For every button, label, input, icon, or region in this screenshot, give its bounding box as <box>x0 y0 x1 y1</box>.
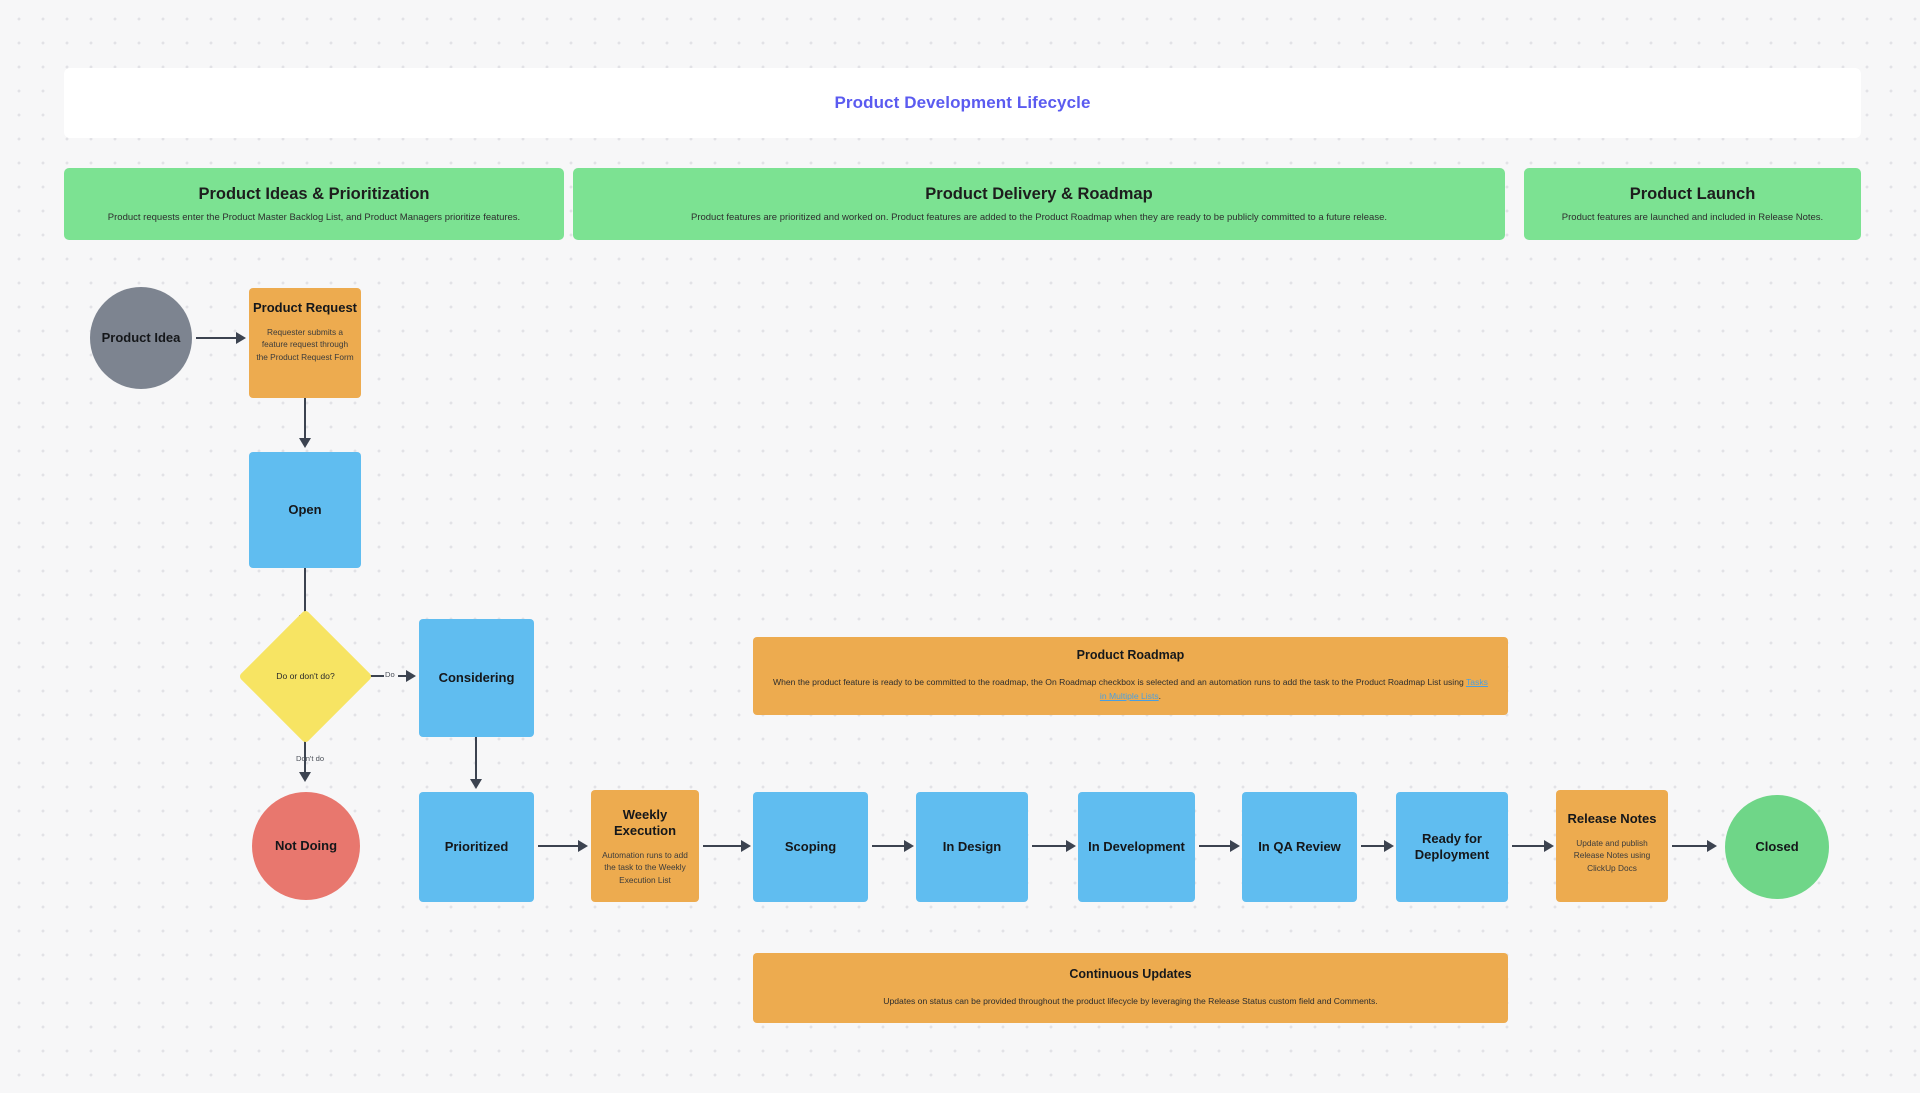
phase-banner-product-ideas[interactable]: Product Ideas & Prioritization Product r… <box>64 168 564 240</box>
arrowhead-icon <box>470 779 482 789</box>
node-not-doing[interactable]: Not Doing <box>252 792 360 900</box>
panel-title: Product Roadmap <box>1076 648 1185 663</box>
connector-prioritized-to-weekly <box>538 845 578 848</box>
node-scoping[interactable]: Scoping <box>753 792 868 902</box>
edge-label-dont-do: Don't do <box>296 754 325 763</box>
page-title: Product Development Lifecycle <box>834 93 1091 112</box>
arrowhead-icon <box>1707 840 1717 852</box>
arrowhead-icon <box>1384 840 1394 852</box>
arrowhead-icon <box>904 840 914 852</box>
node-label: Not Doing <box>274 838 338 854</box>
arrowhead-icon <box>1544 840 1554 852</box>
node-label: Considering <box>438 670 515 686</box>
node-in-qa-review[interactable]: In QA Review <box>1242 792 1357 902</box>
board-title-card: Product Development Lifecycle <box>64 68 1861 138</box>
node-label: Product Request <box>252 300 357 315</box>
edge-label-do: Do <box>385 670 395 679</box>
arrowhead-icon <box>406 670 416 682</box>
node-description: Requester submits a feature request thro… <box>256 326 354 363</box>
connector-scoping-to-in-design <box>872 845 904 848</box>
node-label: Scoping <box>784 839 837 855</box>
node-label: Closed <box>1755 839 1799 855</box>
node-label: Prioritized <box>444 839 509 855</box>
arrowhead-icon <box>299 438 311 448</box>
connector-considering-to-prioritized <box>475 737 478 779</box>
phase-title: Product Launch <box>1629 185 1756 204</box>
panel-continuous-updates[interactable]: Continuous Updates Updates on status can… <box>753 953 1508 1023</box>
node-closed[interactable]: Closed <box>1725 795 1829 899</box>
phase-description: Product features are launched and includ… <box>1561 212 1824 224</box>
node-in-development[interactable]: In Development <box>1078 792 1195 902</box>
arrowhead-icon <box>236 332 246 344</box>
node-label: Weekly Execution <box>613 807 677 838</box>
node-description: Update and publish Release Notes using C… <box>1573 837 1651 874</box>
node-description: Automation runs to add the task to the W… <box>602 849 688 885</box>
node-label: Ready for Deployment <box>1414 831 1490 862</box>
node-considering[interactable]: Considering <box>419 619 534 737</box>
node-decision-do-or-dont[interactable]: Do or don't do? <box>238 609 373 744</box>
connector-idea-to-request <box>196 337 236 340</box>
node-release-notes[interactable]: Release Notes Update and publish Release… <box>1556 790 1668 902</box>
phase-description: Product requests enter the Product Maste… <box>107 212 521 224</box>
node-label: Release Notes <box>1567 811 1657 826</box>
node-product-idea[interactable]: Product Idea <box>90 287 192 389</box>
node-prioritized[interactable]: Prioritized <box>419 792 534 902</box>
arrowhead-icon <box>578 840 588 852</box>
panel-body: Updates on status can be provided throug… <box>883 996 1378 1007</box>
connector-in-design-to-in-development <box>1032 845 1066 848</box>
connector-release-notes-to-closed <box>1672 845 1707 848</box>
connector-open-to-decision <box>304 568 307 615</box>
phase-title: Product Ideas & Prioritization <box>198 185 430 204</box>
node-label: Do or don't do? <box>276 670 335 681</box>
node-product-request[interactable]: Product Request Requester submits a feat… <box>249 288 361 398</box>
arrowhead-icon <box>299 772 311 782</box>
arrowhead-icon <box>1066 840 1076 852</box>
arrowhead-icon <box>1230 840 1240 852</box>
connector-decision-to-considering-2 <box>398 675 408 678</box>
phase-description: Product features are prioritized and wor… <box>690 212 1387 224</box>
node-ready-for-deployment[interactable]: Ready for Deployment <box>1396 792 1508 902</box>
connector-ready-to-release-notes <box>1512 845 1544 848</box>
node-in-design[interactable]: In Design <box>916 792 1028 902</box>
connector-request-to-open <box>304 398 307 438</box>
phase-banner-product-launch[interactable]: Product Launch Product features are laun… <box>1524 168 1861 240</box>
connector-weekly-to-scoping <box>703 845 741 848</box>
phase-title: Product Delivery & Roadmap <box>925 185 1153 204</box>
connector-in-development-to-in-qa <box>1199 845 1230 848</box>
panel-body: When the product feature is ready to be … <box>769 676 1492 704</box>
connector-in-qa-to-ready <box>1361 845 1384 848</box>
node-open[interactable]: Open <box>249 452 361 568</box>
panel-body-text: When the product feature is ready to be … <box>773 677 1467 688</box>
node-label: Product Idea <box>101 330 181 346</box>
node-label: Open <box>288 502 322 518</box>
connector-decision-to-not-doing <box>304 727 307 777</box>
arrowhead-icon <box>741 840 751 852</box>
panel-product-roadmap[interactable]: Product Roadmap When the product feature… <box>753 637 1508 715</box>
phase-banner-product-delivery[interactable]: Product Delivery & Roadmap Product featu… <box>573 168 1505 240</box>
panel-body-text-end: . <box>1158 691 1162 701</box>
node-label: In Development <box>1088 839 1185 855</box>
node-weekly-execution[interactable]: Weekly Execution Automation runs to add … <box>591 790 699 902</box>
panel-title: Continuous Updates <box>1069 967 1192 982</box>
tasks-in-multiple-lists-link[interactable]: Tasks in Multiple Lists <box>1099 677 1488 701</box>
node-label: In Design <box>942 839 1002 855</box>
node-label: In QA Review <box>1258 839 1341 855</box>
